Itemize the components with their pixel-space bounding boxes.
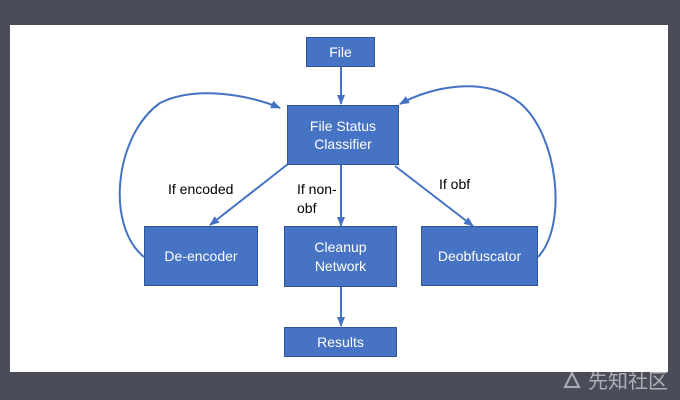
node-file-status-classifier: File Status Classifier: [287, 105, 399, 165]
node-cleanup-network: Cleanup Network: [284, 226, 397, 287]
diagram-edges: [118, 67, 557, 327]
edge-classifier-to-deencoder: [209, 163, 289, 226]
edge-classifier-to-deobfuscator: [394, 165, 474, 227]
watermark-logo-icon: [562, 370, 582, 390]
label-if-obf: If obf: [439, 176, 471, 192]
diagram-canvas: File File Status Classifier De-encoder C…: [10, 25, 668, 372]
watermark: 先知社区: [562, 365, 668, 394]
node-file: File: [306, 37, 375, 67]
label-if-non-obf: If non- obf: [297, 181, 337, 216]
node-deobfuscator: Deobfuscator: [421, 226, 538, 286]
node-results: Results: [284, 327, 397, 357]
edge-deencoder-loop-to-classifier: [118, 92, 281, 258]
node-de-encoder: De-encoder: [144, 226, 258, 286]
label-if-encoded: If encoded: [168, 181, 234, 197]
edge-deobfuscator-loop-to-classifier: [399, 85, 557, 258]
watermark-text: 先知社区: [588, 371, 668, 393]
